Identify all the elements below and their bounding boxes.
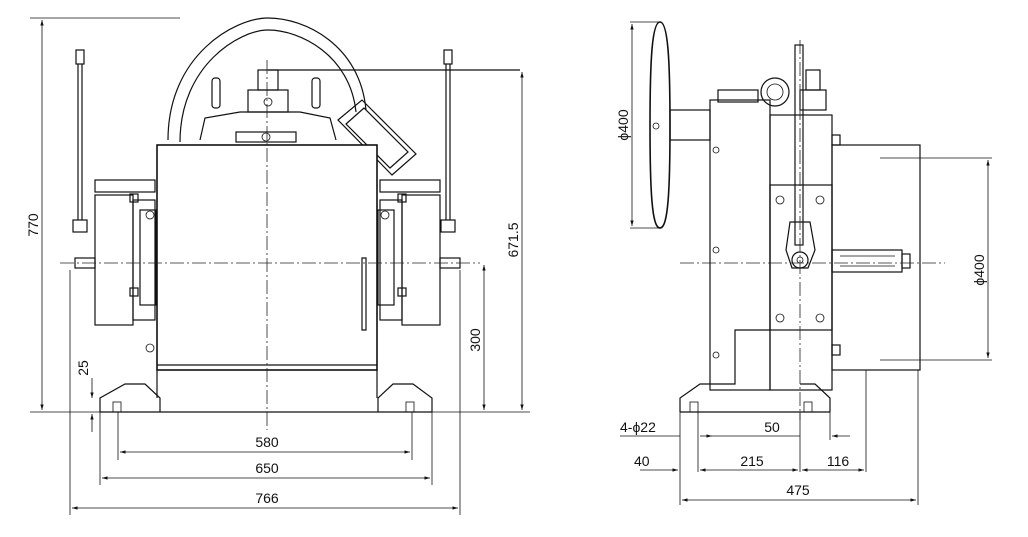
left-flange xyxy=(74,179,157,326)
side-handwheel xyxy=(649,21,711,229)
dim-25: 25 xyxy=(75,360,91,376)
dim-215: 215 xyxy=(740,453,764,469)
side-panel xyxy=(769,184,833,331)
top-housing xyxy=(199,69,520,143)
dim-300: 300 xyxy=(467,328,483,352)
front-view: 770 671.5 300 25 580 650 766 xyxy=(25,17,530,515)
dim-116: 116 xyxy=(827,453,850,469)
dim-50: 50 xyxy=(764,419,780,435)
dim-holes: 4-ϕ22 xyxy=(620,419,656,435)
dim-handwheel-dia: ϕ400 xyxy=(615,109,631,140)
side-drum xyxy=(831,144,921,371)
dim-770: 770 xyxy=(25,213,41,237)
handwheel-arc xyxy=(167,17,367,141)
front-base xyxy=(99,370,433,413)
dim-650: 650 xyxy=(255,460,279,476)
dim-766: 766 xyxy=(255,490,279,506)
side-shaft xyxy=(831,249,911,273)
side-view: ϕ400 ϕ400 4-ϕ22 40 215 116 50 475 xyxy=(615,21,992,505)
side-housing xyxy=(709,44,841,391)
left-lever xyxy=(72,49,88,233)
dim-drum-dia: ϕ400 xyxy=(971,254,987,285)
side-base xyxy=(679,329,831,413)
dim-40: 40 xyxy=(634,453,650,469)
dim-671-5: 671.5 xyxy=(505,222,521,257)
right-flange xyxy=(377,179,461,326)
right-lever xyxy=(440,49,456,233)
dim-580: 580 xyxy=(255,434,279,450)
dim-475: 475 xyxy=(786,482,810,498)
main-body xyxy=(145,144,390,371)
